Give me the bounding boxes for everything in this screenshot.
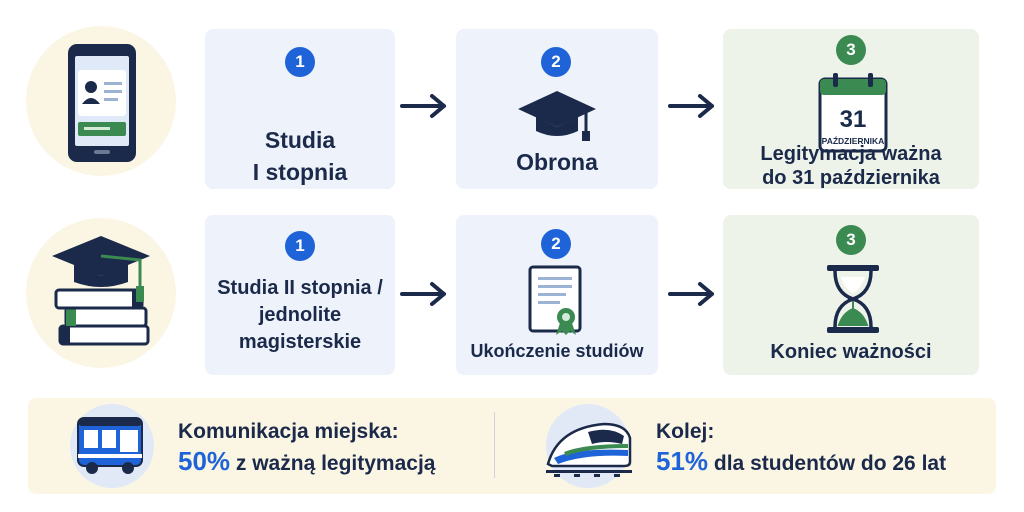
step-badge: 3 [836,35,866,65]
step-badge: 2 [541,229,571,259]
step-badge: 1 [285,47,315,77]
hourglass-icon [827,265,879,333]
discount-info-bar [28,398,996,494]
divider [494,412,495,478]
step-title-line1: Studia II stopnia / [217,277,383,299]
step-title: Obrona [516,149,598,175]
arrow-right-icon [400,94,446,118]
diploma-icon [528,265,582,335]
rail-title: Kolej: [656,420,715,443]
step-badge: 2 [541,47,571,77]
arrow-right-icon [668,282,714,306]
arrow-right-icon [668,94,714,118]
step-title-line2: I stopnia [252,159,348,185]
calendar-day: 31 [840,106,867,133]
step-badge: 3 [836,225,866,255]
bus-icon [77,417,143,474]
step-title-line2: do 31 października [762,167,940,189]
step-title-line3: magisterskie [238,331,362,353]
calendar-month: PAŹDZIERNIKA [822,136,885,146]
city-transport-percent: 50% [178,446,231,476]
step-title: Koniec ważności [770,341,932,363]
step-title: Ukończenie studiów [470,341,644,361]
rail-line: 51% dla studentów do 26 lat [656,446,946,477]
arrow-right-icon [400,282,446,306]
step-card-koniec: 3 Koniec ważności [723,215,979,375]
calendar-icon: 31 PAŹDZIERNIKA [818,73,888,153]
train-icon [546,422,632,477]
step-card-ukonczenie: 2 Ukończenie studiów [456,215,658,375]
step-card-legitymacja: 3 31 PAŹDZIERNIKA Legitymacja ważna do 3… [723,29,979,189]
step-title-line1: Studia [264,127,336,153]
rail-percent: 51% [656,446,709,476]
step-badge: 1 [285,231,315,261]
graduation-cap-icon [518,91,596,141]
step-title-line1: Legitymacja ważna [760,143,942,165]
step-card-obrona: 2 Obrona [456,29,658,189]
city-transport-line: 50% z ważną legitymacją [178,446,435,477]
graduation-cap-books-icon [52,236,150,346]
city-transport-title: Komunikacja miejska: [178,420,399,443]
step-title-line2: jednolite [258,304,342,326]
phone-id-icon [68,44,136,162]
city-transport-text: z ważną legitymacją [235,452,436,475]
rail-text: dla studentów do 26 lat [713,452,947,475]
step-card-studia-i: 1 Studia I stopnia [205,29,395,189]
step-card-studia-ii: 1 Studia II stopnia / jednolite magister… [205,215,395,375]
